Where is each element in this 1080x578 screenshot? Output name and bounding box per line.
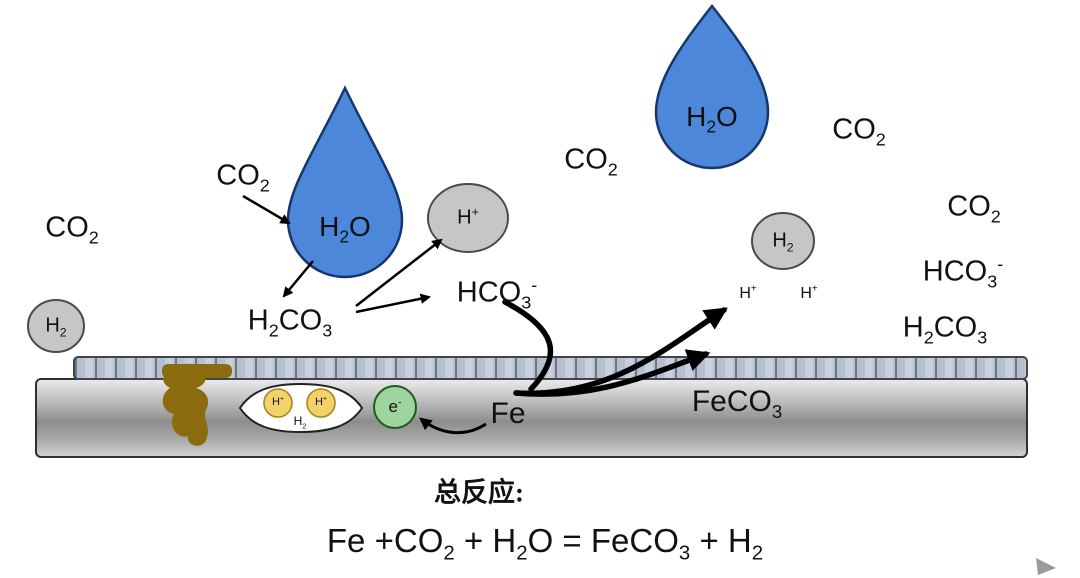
h-ion-circle-1	[263, 388, 293, 418]
h-plus-bubble-circle	[427, 183, 509, 253]
fe-label: Fe	[490, 397, 526, 430]
h2-label-bubble-left: H2	[45, 314, 67, 340]
h-plus-label-small-1: H+	[739, 283, 757, 302]
co2-label-upper-right: CO2	[832, 113, 886, 150]
h-plus-label-anode-1: H+	[272, 395, 284, 408]
arrow-droplet-to-h2co3	[282, 260, 314, 298]
arrow-surface-to-hplus	[513, 307, 728, 397]
feco3-label: FeCO3	[691, 385, 783, 422]
h-plus-label-bubble: H+	[457, 204, 479, 229]
co2-label-upper-left: CO2	[216, 159, 270, 196]
h2-bubble-left-circle	[27, 299, 85, 353]
arrow-h2co3-to-hplus	[355, 238, 443, 307]
water-droplet-left	[286, 85, 404, 279]
water-droplet-right	[654, 3, 770, 170]
overall-reaction-title: 总反应:	[434, 477, 524, 508]
cursor-arrow	[1036, 558, 1056, 575]
electron-label: e-	[388, 396, 402, 416]
co2-label-middle: CO2	[564, 143, 618, 180]
h-plus-label-anode-2: H+	[315, 395, 327, 408]
h-ion-circle-2	[306, 388, 336, 418]
h2o-label-droplet-right: H2O	[686, 101, 738, 137]
overall-reaction-equation: Fe +CO2 + H2O = FeCO3 + H2	[326, 522, 764, 565]
h2co3-label-left: H2CO3	[247, 304, 333, 341]
hco3-label-right: HCO3-	[922, 253, 1004, 292]
h2-bubble-right-circle	[751, 212, 815, 270]
h2-label-anode: H2	[293, 414, 307, 431]
h2co3-label-right: H2CO3	[902, 311, 988, 348]
arrow-hco3-to-surface	[502, 299, 554, 392]
co2-label-left: CO2	[45, 211, 99, 248]
h2o-label-droplet-left: H2O	[319, 211, 371, 247]
electron-circle	[373, 385, 417, 429]
corrosion-blob	[162, 363, 209, 446]
co2-label-right: CO2	[947, 190, 1001, 227]
arrow-surface-to-feco3	[513, 349, 711, 397]
hco3-label-middle: HCO3-	[456, 274, 538, 313]
h2-label-bubble-right: H2	[772, 229, 794, 255]
arrow-fe-to-electron	[419, 417, 487, 435]
arrow-h2co3-to-hco3	[355, 293, 432, 314]
arrow-co2-to-droplet	[242, 194, 291, 225]
h-plus-label-small-2: H+	[800, 283, 818, 302]
